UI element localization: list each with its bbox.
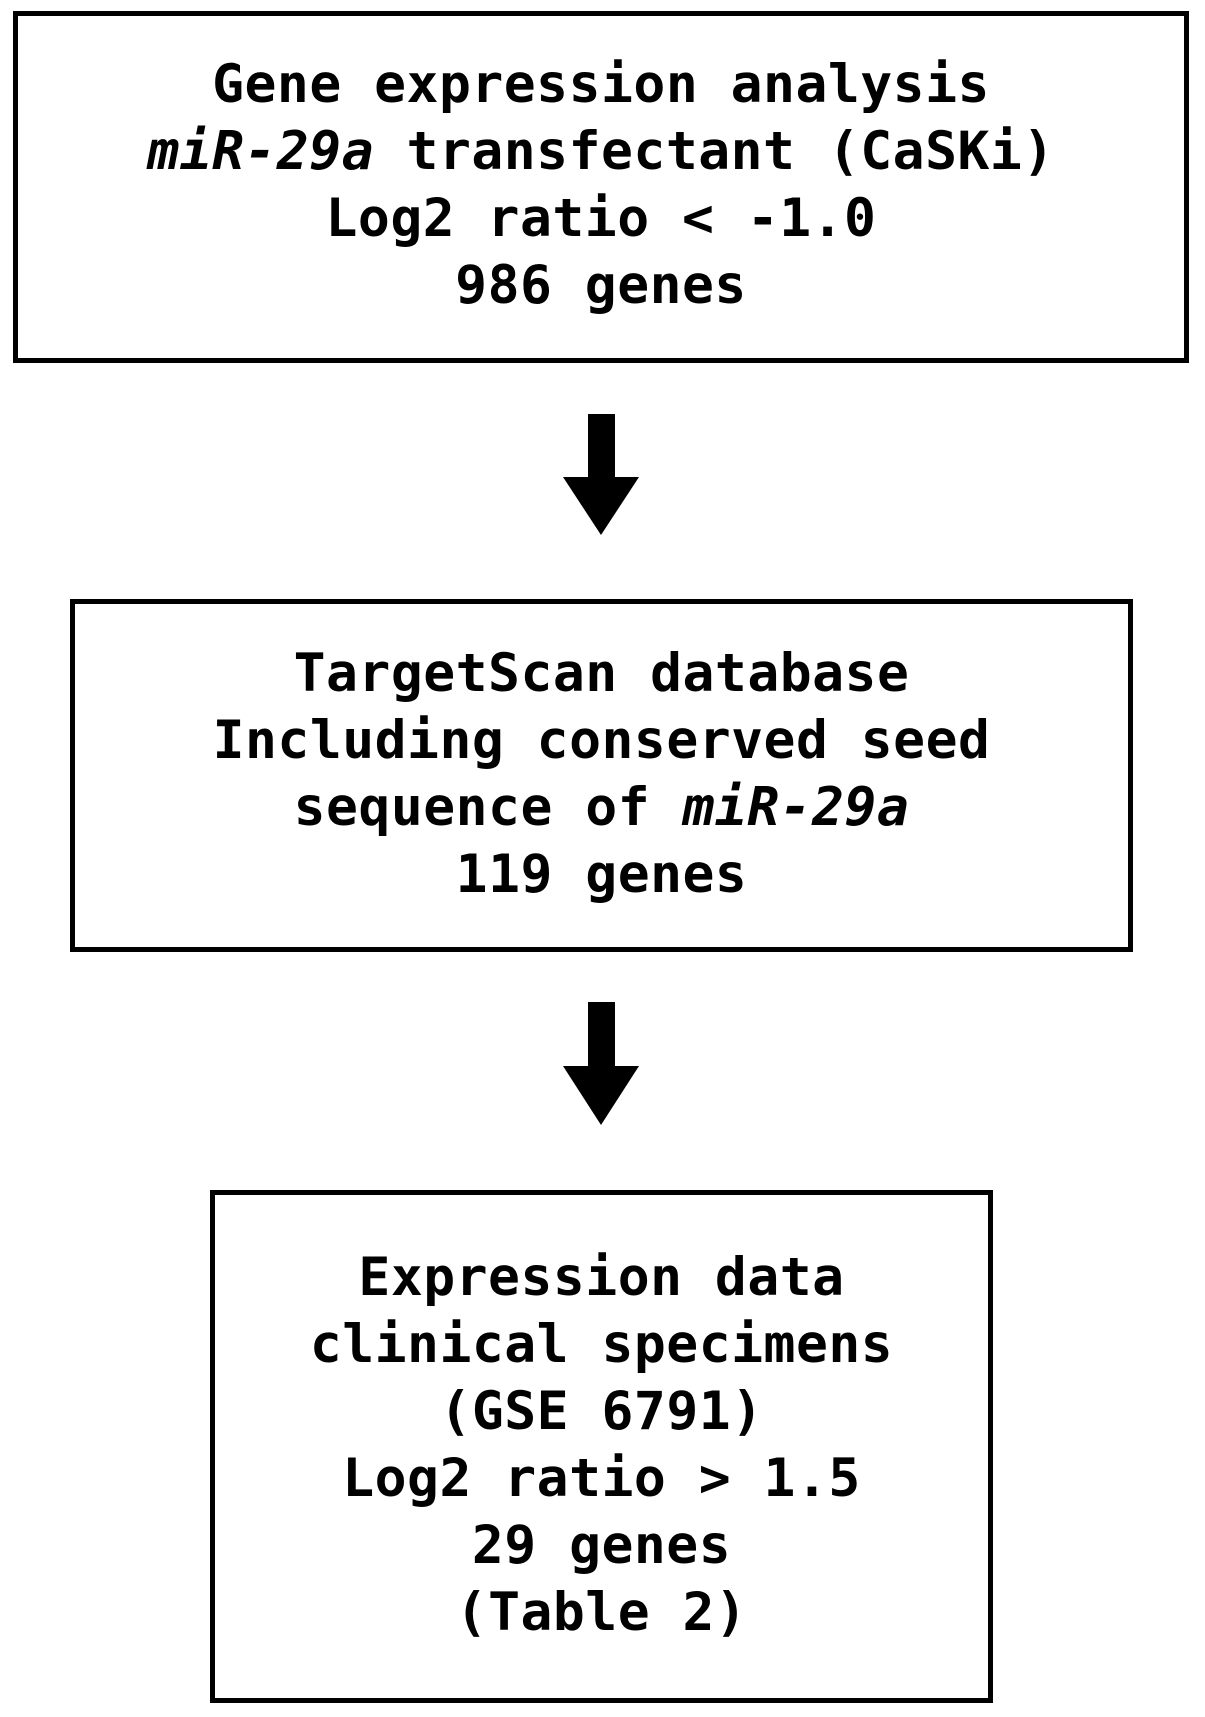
box1-line-title: Gene expression analysis	[212, 54, 990, 115]
box3-line-title: Expression data	[358, 1246, 845, 1308]
gene-expression-analysis-box: Gene expression analysis miR-29a transfe…	[13, 11, 1189, 363]
box2-line-sequence: sequence of miR-29a	[294, 781, 910, 834]
targetscan-database-box: TargetScan database Including conserved …	[70, 599, 1133, 952]
box1-mir29a-label: miR-29a	[147, 121, 375, 182]
arrow-2-shape	[563, 1002, 639, 1125]
box3-line-table-ref: (Table 2)	[455, 1581, 748, 1643]
box3-line-specimens: clinical specimens	[309, 1313, 894, 1375]
box1-line-transfectant: miR-29a transfectant (CaSKi)	[147, 125, 1054, 178]
box3-line-gene-count: 29 genes	[471, 1514, 732, 1576]
box1-line-gene-count: 986 genes	[455, 255, 747, 316]
box2-sequence-label: sequence of	[293, 776, 683, 838]
box2-line-seed: Including conserved seed	[212, 709, 991, 771]
box2-line-title: TargetScan database	[293, 642, 910, 704]
box3-line-log2ratio: Log2 ratio > 1.5	[342, 1447, 861, 1509]
box1-line-log2ratio: Log2 ratio < -1.0	[325, 188, 877, 249]
arrow-1-shape	[563, 414, 639, 535]
box1-transfectant-label: transfectant (CaSKi)	[374, 121, 1055, 182]
box2-line-gene-count: 119 genes	[455, 843, 748, 905]
box2-mir29a-label: miR-29a	[682, 776, 910, 838]
box3-line-gse-accession: (GSE 6791)	[439, 1380, 764, 1442]
expression-data-clinical-specimens-box: Expression data clinical specimens (GSE …	[210, 1190, 993, 1703]
